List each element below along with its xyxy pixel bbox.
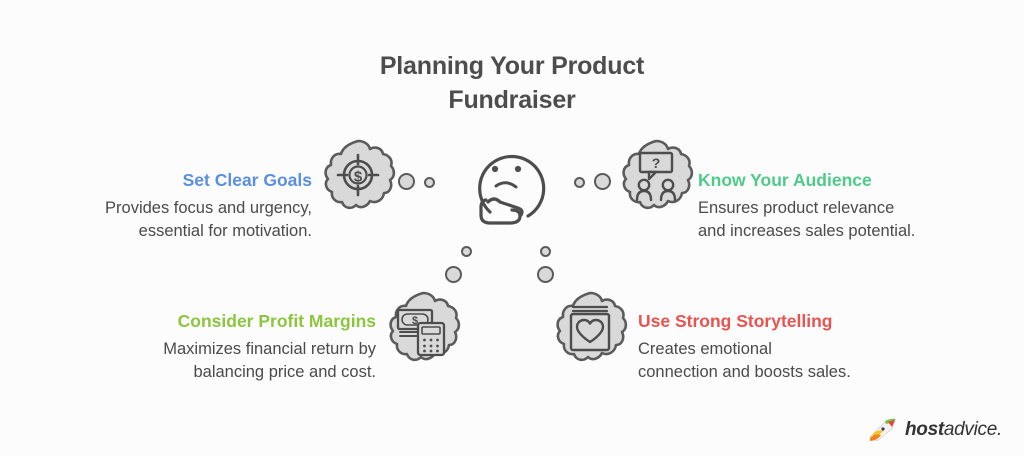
block-margins-body-line2: balancing price and cost. <box>193 363 376 382</box>
money-calculator-icon: $ <box>389 291 461 362</box>
page-title-line2: Fundraiser <box>448 85 576 114</box>
thought-bubble-small <box>594 173 611 190</box>
target-dollar-icon: $ <box>324 139 396 210</box>
block-story: Use Strong Storytelling Creates emotiona… <box>638 311 928 385</box>
block-story-body-line1: Creates emotional <box>638 340 772 358</box>
thought-bubble-small <box>537 266 554 283</box>
block-goals: Set Clear Goals Provides focus and urgen… <box>20 170 312 244</box>
svg-text:?: ? <box>652 155 661 171</box>
thought-bubble-small <box>445 266 462 283</box>
cloud-goals-group: $ <box>320 138 396 219</box>
logo-text-host: host <box>904 419 944 440</box>
block-audience-body-line1: Ensures product relevance <box>698 199 895 217</box>
book-heart-icon <box>556 291 628 362</box>
block-goals-heading: Set Clear Goals <box>182 170 312 190</box>
thinking-face-group <box>462 140 554 231</box>
block-goals-body-line1: Provides focus and urgency, <box>105 199 312 217</box>
thinking-face-icon <box>478 154 546 225</box>
svg-text:$: $ <box>354 169 363 186</box>
hostadvice-rocket-logo-icon <box>869 418 896 442</box>
svg-text:$: $ <box>412 315 418 327</box>
logo-text-advice: advice <box>943 419 998 440</box>
thought-bubble-tiny <box>424 177 435 188</box>
block-margins-body: Maximizes financial return by balancing … <box>88 338 376 385</box>
thought-bubble-small <box>398 173 415 190</box>
thought-bubble-tiny <box>540 246 551 257</box>
block-audience-body: Ensures product relevance and increases … <box>698 197 998 244</box>
block-story-body: Creates emotional connection and boosts … <box>638 338 928 385</box>
logo-text: hostadvice. <box>905 419 1002 441</box>
cloud-story-group <box>552 290 628 371</box>
block-goals-body-line2: essential for motivation. <box>138 222 312 241</box>
block-story-body-line2: connection and boosts sales. <box>638 363 851 382</box>
block-margins-body-line1: Maximizes financial return by <box>163 340 376 358</box>
logo-text-period: . <box>997 419 1002 440</box>
hostadvice-logo[interactable]: hostadvice. <box>868 417 1002 443</box>
block-story-heading: Use Strong Storytelling <box>638 311 833 331</box>
block-audience-heading: Know Your Audience <box>698 170 872 190</box>
audience-question-icon: ? <box>622 139 694 210</box>
thought-bubble-tiny <box>461 246 472 257</box>
page-title-line1: Planning Your Product <box>379 52 645 80</box>
block-audience: Know Your Audience Ensures product relev… <box>698 170 998 244</box>
block-margins: Consider Profit Margins Maximizes financ… <box>88 311 376 385</box>
cloud-audience-group: ? <box>618 138 694 219</box>
block-audience-body-line2: and increases sales potential. <box>698 222 916 241</box>
block-goals-body: Provides focus and urgency, essential fo… <box>20 197 312 244</box>
thought-bubble-tiny <box>574 177 585 188</box>
page-title: Planning Your Product Fundraiser <box>0 50 1024 118</box>
block-margins-heading: Consider Profit Margins <box>177 311 376 331</box>
cloud-margins-group: $ <box>385 290 461 371</box>
